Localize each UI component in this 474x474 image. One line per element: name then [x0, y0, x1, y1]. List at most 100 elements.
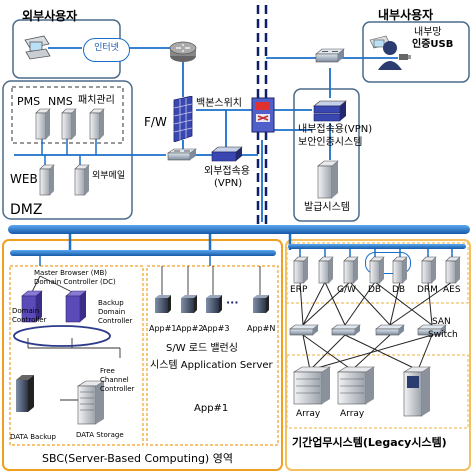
external-vpn-device-icon	[211, 146, 243, 162]
sbc-frame	[2, 239, 283, 471]
app-server-1-icon	[155, 295, 171, 313]
sbc-title: SBC(Server-Based Computing) 영역	[42, 452, 233, 465]
array-2-label: Array	[340, 409, 365, 419]
sbc-right-frame	[146, 265, 279, 446]
master-browser-label-1: Master Browser (MB)	[34, 269, 108, 277]
cluster-ring	[13, 325, 111, 347]
db-2-label: DB	[392, 285, 406, 295]
app-3-label: App#3	[202, 324, 230, 333]
router-icon	[169, 41, 197, 62]
firewall-icon	[173, 96, 193, 142]
free-channel-label-3: Controller	[100, 385, 135, 393]
domain-controller-label-1: Domain	[12, 307, 40, 315]
usb-label-line1: 내부망	[414, 27, 442, 38]
data-backup-icon	[16, 375, 34, 412]
internet-cloud: 인터넷	[83, 38, 130, 62]
san-switch-1-icon	[289, 324, 319, 336]
internal-switch-icon	[315, 48, 345, 63]
dmz-title: DMZ	[10, 202, 43, 218]
sbc-left-frame	[9, 265, 144, 446]
backbone-bar	[8, 225, 470, 234]
internal-vpn-device-icon	[313, 100, 347, 122]
patch-server-icon	[89, 108, 105, 140]
nms-label: NMS	[48, 95, 73, 108]
erp-label: ERP	[290, 285, 308, 295]
data-storage-label: DATA Storage	[76, 431, 124, 439]
legacy-title: 기간업무시스템(Legacy시스템)	[292, 436, 447, 449]
issuance-label: 발급시스템	[304, 202, 350, 213]
db-server-1-icon	[369, 256, 385, 284]
data-backup-label: DATA Backup	[10, 433, 56, 441]
nms-server-icon	[61, 108, 77, 140]
internal-vpn-label-2: 보안인증시스템	[298, 137, 363, 148]
storage-tower-icon	[402, 366, 432, 417]
backup-dc-label-3: Controller	[98, 317, 133, 325]
app-server-2-icon	[181, 295, 197, 313]
master-browser-label-2: Domain Controller (DC)	[34, 278, 116, 286]
external-vpn-label-2: (VPN)	[214, 178, 243, 189]
pms-label: PMS	[17, 95, 41, 108]
issuance-server-icon	[317, 160, 339, 199]
load-balancing-label-2: 시스템 Application Server	[150, 360, 273, 371]
legacy-storage-frame	[286, 354, 469, 429]
internal-security-frame	[293, 88, 360, 222]
domain-controller-server-icon	[21, 290, 43, 323]
backup-dc-label-2: Domain	[98, 308, 126, 316]
desktop-pc-icon	[24, 35, 51, 60]
internal-user-frame	[362, 21, 470, 83]
free-channel-label-1: Free	[100, 367, 115, 375]
backup-domain-controller-server-icon	[65, 290, 87, 323]
internal-user-icon	[369, 35, 402, 70]
app-ellipsis: ···	[226, 296, 239, 309]
internal-vpn-label-1: 내부접속용(VPN)	[298, 124, 373, 135]
dmz-switch-icon	[167, 148, 197, 161]
load-balancing-label-1: S/W 로드 밸런싱	[166, 343, 238, 354]
pms-server-icon	[35, 108, 51, 140]
db-cluster-ring	[365, 252, 411, 274]
app-server-n-icon	[253, 295, 269, 313]
app-bottom-label: App#1	[194, 403, 229, 414]
db-server-2-icon	[392, 256, 408, 284]
internal-user-title: 내부사용자	[378, 8, 434, 22]
san-switch-4-icon	[417, 324, 447, 336]
app-server-3-icon	[206, 295, 222, 313]
dmz-frame	[2, 80, 133, 220]
aes-server-icon	[445, 256, 461, 284]
erp-server-icon	[293, 256, 309, 284]
san-switch-2-icon	[331, 324, 361, 336]
gw-server-2-icon	[343, 256, 359, 284]
usb-icon	[399, 54, 411, 60]
db-1-label: DB	[368, 285, 382, 295]
firewall-label: F/W	[144, 115, 167, 129]
array-2-icon	[336, 366, 376, 405]
legacy-bus	[288, 244, 466, 249]
app-2-label: App#2	[176, 324, 204, 333]
usb-label-line2: 인증USB	[412, 39, 454, 50]
internet-label: 인터넷	[94, 43, 119, 53]
mail-server-icon	[74, 164, 90, 196]
app-1-label: App#1	[149, 324, 177, 333]
domain-controller-label-2: Controller	[12, 316, 47, 324]
data-storage-icon	[76, 380, 106, 425]
web-server-icon	[39, 164, 55, 196]
backup-dc-label-1: Backup	[98, 299, 124, 307]
array-1-icon	[292, 366, 332, 405]
patch-label: 패치관리	[78, 95, 115, 106]
drm-server-icon	[421, 256, 437, 284]
drm-label: DRM	[417, 285, 438, 295]
aes-label: AES	[443, 285, 461, 295]
gw-label: G/W	[337, 285, 356, 295]
free-channel-label-2: Channel	[100, 376, 129, 384]
array-1-label: Array	[296, 409, 321, 419]
sbc-bus	[10, 250, 276, 256]
backbone-switch-label: 백본스위치	[196, 98, 242, 109]
web-label: WEB	[10, 172, 38, 186]
san-label-1: SAN	[432, 317, 451, 327]
legacy-servers-frame	[286, 242, 469, 304]
external-mail-label: 외부메일	[92, 171, 126, 181]
external-vpn-label-1: 외부접속용	[204, 166, 250, 177]
legacy-frame	[285, 239, 471, 471]
san-switch-3-icon	[375, 324, 405, 336]
san-label-2: Switch	[428, 330, 458, 340]
backbone-switch-icon	[251, 97, 275, 133]
